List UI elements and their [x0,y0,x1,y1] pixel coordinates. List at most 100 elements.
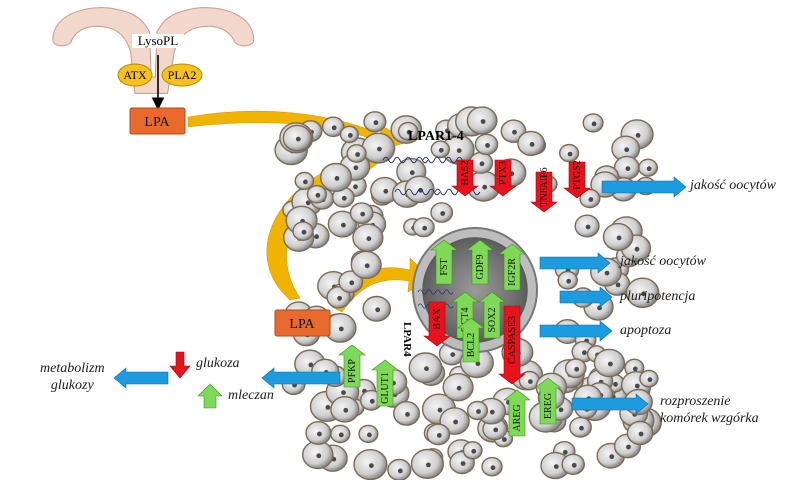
svg-text:IGF2R: IGF2R [507,258,518,286]
gene-arrow-bax: BAX [423,301,451,347]
svg-text:EREG: EREG [543,393,554,419]
gene-arrow-caspase3: CASPASE3 [498,305,526,385]
svg-text:HAS2: HAS2 [460,160,471,185]
cumulus-cell [321,116,345,138]
gene-arrow-fst: FST [430,239,458,285]
cumulus-cell [410,448,444,479]
cumulus-cell [363,111,387,133]
cumulus-cell [426,423,451,446]
label-pluripotencja: pluripotencja [620,289,696,304]
gene-arrow-gdf9: GDF9 [466,239,494,285]
cumulus-cell [466,400,489,421]
cumulus-cell [462,441,483,460]
cumulus-cell [362,295,392,322]
cumulus-cell [574,214,600,238]
gene-arrow-areg: AREG [503,389,531,437]
lpa-box-left [274,309,331,337]
label-glukoza: glukoza [196,356,240,371]
cumulus-cell [331,186,355,208]
gene-arrow-sox2: SOX2 [478,291,506,339]
cumulus-cell [625,277,660,309]
cumulus-cell [626,420,654,446]
svg-text:AREG: AREG [512,404,523,431]
svg-text:GLUT1: GLUT1 [380,372,391,404]
cumulus-cell [282,124,312,152]
cumulus-cell [387,458,412,480]
svg-text:CASPASE3: CASPASE3 [507,316,518,364]
cumulus-cell [474,133,499,156]
cumulus-cell [350,250,382,279]
cumulus-cell [430,202,454,223]
pla2-label: PLA2 [168,68,197,82]
lysopl-label-bg [132,34,184,48]
svg-text:OCT4: OCT4 [460,308,471,333]
cumulus-cell [346,144,367,163]
cumulus-cell [327,210,358,238]
uterus-shape [52,7,255,94]
blue-arrow-jakosc-2 [539,252,611,274]
lpa-label-top: LPA [144,115,170,130]
cumulus-cell [466,106,498,135]
svg-text:PFKP: PFKP [347,359,358,383]
svg-text:TNFAIP6: TNFAIP6 [539,167,550,206]
cumulus-cell [393,400,421,426]
gene-arrow-pfkp: PFKP [338,344,366,388]
cumulus-cell [306,184,328,204]
lpar-receptor [417,289,454,295]
cumulus-cell [353,449,388,480]
gene-arrow-ptgs2: PTGS2 [563,160,591,199]
svg-text:BCL2: BCL2 [466,333,477,357]
glukoza-down-arrow [169,351,191,379]
svg-text:PTGS2: PTGS2 [572,160,583,189]
cumulus-cell [430,140,450,159]
svg-text:SOX2: SOX2 [487,307,498,332]
gene-arrow-has2: HAS2 [451,159,479,197]
cumulus-cell [579,188,601,209]
blue-arrow-pluripotencja [559,286,613,308]
lpar-receptor [382,156,429,164]
gene-arrow-bcl2: BCL2 [457,317,485,363]
blue-arrow-apoptoza [539,320,613,342]
label-jakosc-1: jakość oocytów [690,178,776,193]
cumulus-cell [339,125,359,144]
svg-text:BAX: BAX [432,308,443,330]
blue-arrows [113,176,687,415]
cumulus-cell [569,416,592,438]
cumulus-cell [412,217,435,238]
gene-arrow-igf2r: IGF2R [498,243,526,291]
svg-text:PTX3: PTX3 [498,161,509,185]
lpar14-label: LPAR1-4 [408,129,464,144]
cumulus-cell [338,270,364,294]
cumulus-cell [408,352,443,384]
blue-arrow-jakosc-1 [601,176,687,198]
mleczan-up-arrow [197,383,223,409]
lpar-receptor [422,156,469,164]
cumulus-cell [326,286,351,309]
gene-arrow-ereg: EREG [534,377,562,425]
cumulus-cell [352,223,384,252]
cumulus-cells [274,106,662,480]
atx-label: ATX [123,68,147,82]
cumulus-cell [593,348,626,378]
cumulus-cell [359,389,383,411]
cumulus-cell [582,113,604,133]
cumulus-cell [442,373,474,402]
blue-arrow-to-mleczan [261,367,341,389]
cumulus-cell [292,221,314,241]
svg-text:FST: FST [439,258,450,275]
cumulus-cell [397,121,419,141]
cumulus-cell [564,358,587,379]
label-metabolizm: metabolizm glukozy [40,361,105,393]
gene-arrow-ptx3: PTX3 [489,159,517,197]
cumulus-cell [349,202,374,225]
lpar4-label: LPAR4 [401,322,413,357]
label-mleczan: mleczan [228,388,274,403]
cumulus-cell [638,158,658,177]
lpa-box-top [129,107,186,135]
atx-enzyme [117,63,153,87]
cumulus-cell [558,143,580,163]
cumulus-cell [517,130,545,157]
lpar-receptor [394,188,441,196]
